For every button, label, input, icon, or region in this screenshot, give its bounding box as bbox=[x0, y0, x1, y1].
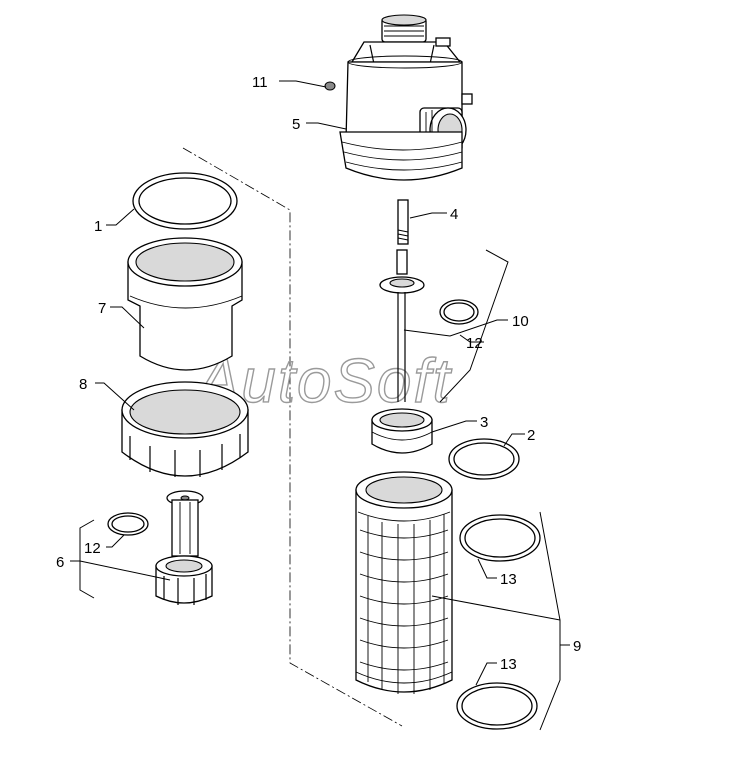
part-8-bowl-nut bbox=[121, 381, 249, 477]
part-13-o-ring-upper bbox=[459, 514, 541, 562]
part-6-drain-valve bbox=[155, 490, 213, 605]
filter-mesh-grid bbox=[359, 514, 449, 694]
part-13-o-ring-lower bbox=[456, 682, 538, 730]
part-12-o-ring-right bbox=[439, 299, 479, 325]
part-4-pin bbox=[397, 199, 409, 245]
callout-8: 8 bbox=[79, 376, 87, 393]
part-9-filter-cartridge bbox=[355, 471, 453, 694]
callout-12-right: 12 bbox=[466, 335, 483, 352]
part-1-o-ring bbox=[132, 172, 238, 230]
callout-9: 9 bbox=[573, 638, 581, 655]
callout-1: 1 bbox=[94, 218, 102, 235]
part-7-bowl bbox=[127, 237, 243, 371]
callout-7: 7 bbox=[98, 300, 106, 317]
callout-12-left: 12 bbox=[84, 540, 101, 557]
callout-5: 5 bbox=[292, 116, 300, 133]
part-12-o-ring-left bbox=[107, 512, 149, 536]
part-5-filter-head bbox=[324, 14, 473, 181]
callout-2: 2 bbox=[527, 427, 535, 444]
callout-labels: 11 5 1 4 7 10 12 8 3 2 12 6 13 9 13 bbox=[56, 74, 581, 673]
part-10-rod-disc bbox=[379, 249, 425, 402]
callout-6: 6 bbox=[56, 554, 64, 571]
callout-11: 11 bbox=[252, 74, 268, 91]
callout-4: 4 bbox=[450, 206, 458, 223]
callout-3: 3 bbox=[480, 414, 488, 431]
callout-10: 10 bbox=[512, 313, 529, 330]
leader-lines bbox=[70, 80, 570, 731]
part-3-adapter bbox=[371, 408, 433, 454]
part-2-o-ring bbox=[448, 438, 520, 480]
assembly-frame bbox=[182, 147, 403, 727]
callout-13-upper: 13 bbox=[500, 571, 517, 588]
callout-13-lower: 13 bbox=[500, 656, 517, 673]
